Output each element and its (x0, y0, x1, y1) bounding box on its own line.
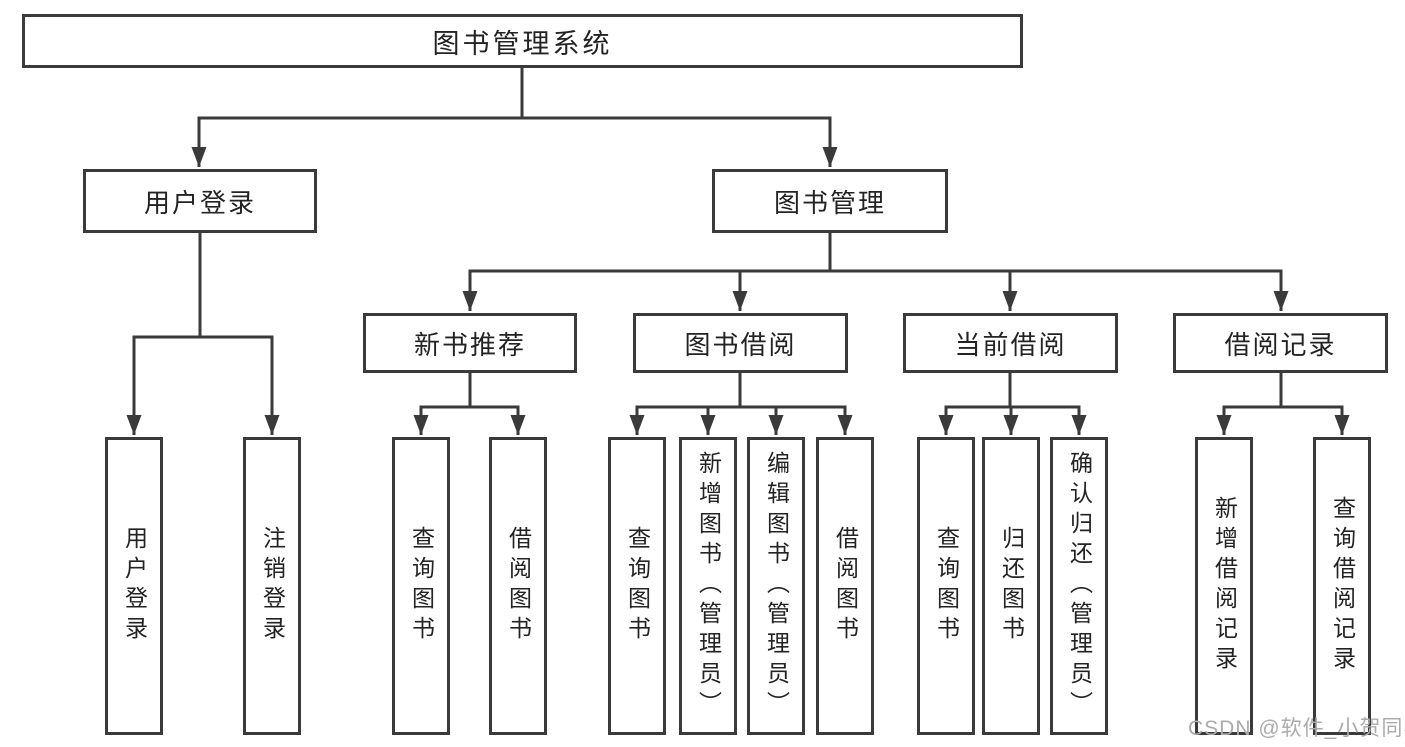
leaf-label: 查询图书 (408, 526, 435, 646)
csdn-watermark: CSDN @软件_小贺同学 (1188, 717, 1405, 740)
node-book-borrowing: 图书借阅 (633, 313, 848, 373)
leaf-label: 确认归还（管理员） (1066, 451, 1093, 721)
leaf-recommend-borrow-books: 借阅图书 (489, 437, 547, 735)
node-book-management: 图书管理 (712, 169, 948, 233)
leaf-current-query-books: 查询图书 (917, 437, 975, 735)
leaf-user-login: 用户登录 (105, 437, 163, 735)
leaf-recommend-query-books: 查询图书 (392, 437, 450, 735)
leaf-add-borrow-record: 新增借阅记录 (1195, 437, 1253, 735)
leaf-label: 查询图书 (933, 526, 960, 646)
node-new-book-recommend: 新书推荐 (363, 313, 577, 373)
node-label: 用户登录 (143, 187, 256, 218)
leaf-logout: 注销登录 (243, 437, 301, 735)
node-library-management-system: 图书管理系统 (22, 14, 1023, 68)
leaf-confirm-return-admin: 确认归还（管理员） (1050, 437, 1108, 735)
leaf-label: 归还图书 (998, 526, 1025, 646)
leaf-edit-books-admin: 编辑图书（管理员） (747, 437, 805, 735)
node-label: 新书推荐 (413, 329, 526, 360)
node-borrowing-records: 借阅记录 (1173, 313, 1388, 373)
leaf-label: 新增图书（管理员） (695, 451, 722, 721)
leaf-borrow-query-books: 查询图书 (608, 437, 666, 735)
node-label: 图书管理系统 (432, 28, 613, 59)
leaf-label: 注销登录 (259, 526, 286, 646)
leaf-return-books: 归还图书 (982, 437, 1040, 735)
node-label: 当前借阅 (954, 329, 1067, 360)
leaf-borrow-books: 借阅图书 (816, 437, 874, 735)
leaf-label: 借阅图书 (832, 526, 859, 646)
leaf-label: 编辑图书（管理员） (763, 451, 790, 721)
leaf-add-books-admin: 新增图书（管理员） (679, 437, 737, 735)
leaf-query-borrow-record: 查询借阅记录 (1313, 437, 1371, 735)
node-user-login: 用户登录 (83, 169, 317, 233)
leaf-label: 借阅图书 (505, 526, 532, 646)
node-label: 图书管理 (773, 187, 886, 218)
leaf-label: 查询借阅记录 (1329, 496, 1356, 676)
leaf-label: 新增借阅记录 (1211, 496, 1238, 676)
node-label: 图书借阅 (684, 329, 797, 360)
node-current-borrowing: 当前借阅 (903, 313, 1118, 373)
node-label: 借阅记录 (1224, 329, 1337, 360)
leaf-label: 查询图书 (624, 526, 651, 646)
leaf-label: 用户登录 (121, 526, 148, 646)
